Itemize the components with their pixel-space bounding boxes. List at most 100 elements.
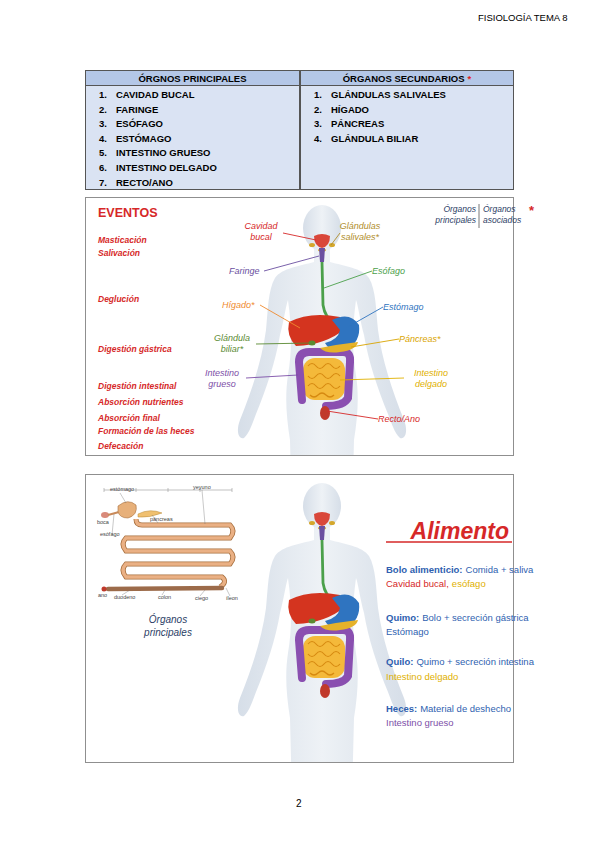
panel-heading: EVENTOS	[98, 206, 158, 220]
text-line: Estómago	[386, 626, 429, 638]
text-line: Quimo:Bolo + secreción gástrica	[386, 612, 529, 624]
inset-label: boca	[97, 519, 109, 526]
table-body-cell: 1.CAVIDAD BUCAL2.FARINGE3.ESÓFAGO4.ESTÓM…	[85, 86, 300, 190]
leader-lines	[246, 233, 404, 419]
organ-name: esófago	[452, 578, 486, 589]
mouth	[101, 512, 109, 518]
inset-label: estómago	[110, 486, 134, 493]
inset-label: esófago	[100, 531, 120, 538]
event-name: Digestión intestinal	[98, 381, 176, 392]
event-name: Masticación	[98, 235, 147, 246]
organ-label: Estómago	[383, 302, 424, 313]
event-name: Salivación	[98, 248, 140, 259]
text-line: Intestino delgado	[386, 671, 458, 683]
organ-name: Intestino delgado	[386, 671, 458, 682]
text-line: Intestino grueso	[386, 717, 454, 729]
text-line: Quilo:Quimo + secreción intestina	[386, 656, 534, 668]
organ-name: GLÁNDULA BILIAR	[331, 133, 513, 148]
organ-label: Intestino delgado	[404, 368, 458, 391]
text-line: Bolo alimenticio:Comida + saliva	[386, 564, 533, 576]
table-header-cell: ÓRGNOS PRINCIPALES	[85, 70, 300, 86]
organ-label: Hígado*	[222, 300, 255, 311]
organ-name: INTESTINO GRUESO	[116, 147, 299, 162]
leader-line	[351, 339, 399, 347]
esophagus	[108, 512, 119, 515]
inset-label: ano	[98, 592, 107, 599]
leader-line	[283, 233, 316, 240]
list-number: 6.	[99, 162, 116, 177]
list-number: 3.	[99, 118, 116, 133]
panel-heading: Alimento	[411, 518, 509, 545]
food-definition: Comida + saliva	[466, 564, 534, 575]
legend-text: Órganos asociados	[483, 204, 529, 225]
food-stage: Quimo:	[386, 612, 419, 623]
organ-name: Intestino grueso	[386, 717, 454, 728]
text-line: Heces:Material de deshecho	[386, 703, 511, 715]
event-name: Digestión gástrica	[98, 344, 172, 355]
food-stage: Quilo:	[386, 656, 413, 667]
event-name: Absorción final	[98, 413, 160, 424]
food-definition: Bolo + secreción gástrica	[422, 612, 528, 623]
leader-line	[246, 375, 298, 378]
list-number: 2.	[314, 104, 331, 119]
list-number: 4.	[99, 133, 116, 148]
inset-label: yeyuno	[193, 484, 211, 491]
food-definition: Quimo + secreción intestina	[416, 656, 534, 667]
organ-name: Estómago	[386, 626, 429, 637]
legend-text: Órganos principales	[428, 204, 476, 225]
list-number: 2.	[99, 104, 116, 119]
event-name: Defecación	[98, 441, 143, 452]
organ-name: INTESTINO DELGADO	[116, 162, 299, 177]
organ-label: Glándulas salivales*	[330, 221, 390, 244]
list-number: 4.	[314, 133, 331, 148]
leader-line	[346, 307, 383, 328]
list-number: 5.	[99, 147, 116, 162]
organ-name: RECTO/ANO	[116, 177, 299, 192]
inset-label: íleon	[226, 595, 238, 602]
table-header-cell: ÓRGANOS SECUNDARIOS*	[300, 70, 514, 86]
event-name: Absorción nutrientes	[98, 397, 183, 408]
leader-line	[324, 271, 372, 288]
inset-leaders	[112, 490, 230, 596]
food-definition: Material de deshecho	[420, 703, 511, 714]
inset-label: duodeno	[114, 594, 135, 601]
inset-label: ciego	[195, 595, 208, 602]
intestine-outline	[123, 519, 233, 587]
leader-line	[256, 343, 311, 344]
organ-name: ESÓFAGO	[116, 118, 299, 133]
organ-name: HÍGADO	[331, 104, 513, 119]
organ-label: Recto/Ano	[378, 414, 420, 425]
list-number: 7.	[99, 177, 116, 192]
leader-line	[327, 411, 378, 419]
organ-name: Cavidad bucal,	[386, 578, 449, 589]
intestine-inset	[101, 488, 233, 596]
list-number: 3.	[314, 118, 331, 133]
organ-label: Cavidad bucal	[236, 221, 286, 244]
figure-two	[238, 483, 406, 762]
asterisk: *	[468, 73, 472, 84]
table-header: ÓRGNOS PRINCIPALES	[138, 73, 246, 84]
list-number: 1.	[314, 89, 331, 104]
leader-line	[264, 256, 319, 271]
organ-name: PÁNCREAS	[331, 118, 513, 133]
legend-separator	[479, 204, 480, 228]
figure-caption: Órganos principales	[132, 614, 204, 639]
organ-name: GLÁNDULAS SALIVALES	[331, 89, 513, 104]
leader-line	[260, 305, 300, 328]
leader-line	[340, 378, 404, 380]
colon	[108, 588, 222, 589]
list-number: 1.	[99, 89, 116, 104]
table-header: ÓRGANOS SECUNDARIOS	[343, 73, 465, 84]
anus	[102, 587, 107, 592]
table-body-cell: 1.GLÁNDULAS SALIVALES2.HÍGADO3.PÁNCREAS4…	[300, 86, 514, 190]
organ-label: Páncreas*	[399, 334, 441, 345]
organ-label: Intestino grueso	[197, 368, 247, 391]
event-name: Deglución	[98, 294, 139, 305]
organ-name: CAVIDAD BUCAL	[116, 89, 299, 104]
stomach	[118, 502, 136, 518]
organ-name: FARINGE	[116, 104, 299, 119]
organ-label: Faringe	[229, 266, 260, 277]
page-header: FISIOLOGÍA TEMA 8	[478, 12, 568, 24]
